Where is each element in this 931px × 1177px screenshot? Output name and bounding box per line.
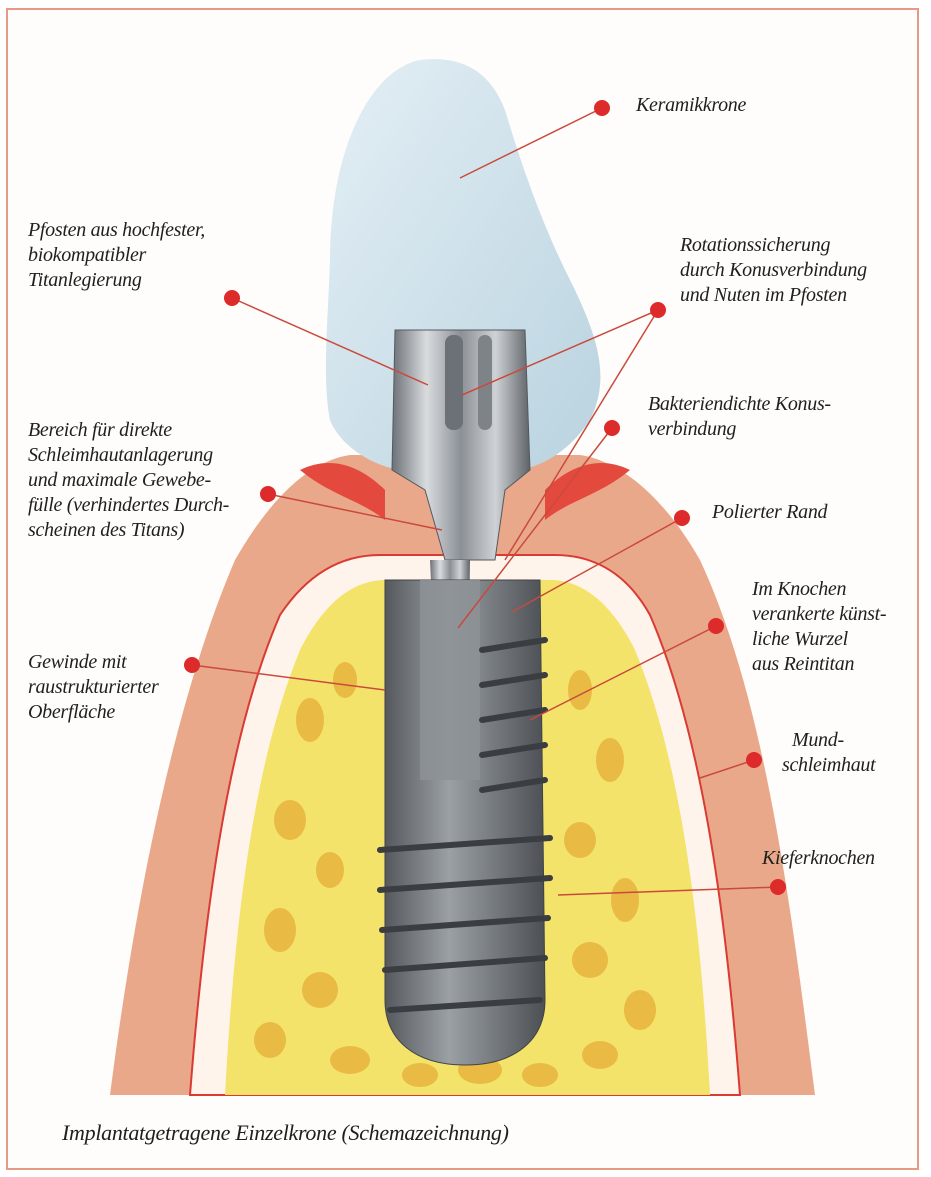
label-polierter: Polierter Rand bbox=[712, 500, 827, 525]
label-bereich: Bereich für direkte Schleimhautanlagerun… bbox=[28, 418, 229, 543]
abutment-groove bbox=[445, 335, 463, 430]
label-knochen: Im Knochen verankerte künst- liche Wurze… bbox=[752, 577, 886, 677]
label-gewinde: Gewinde mit raustrukturierter Oberfläche bbox=[28, 650, 158, 725]
label-pfosten: Pfosten aus hochfester, biokompatibler T… bbox=[28, 218, 205, 293]
label-mund: Mund- schleimhaut bbox=[782, 728, 875, 778]
label-kiefer: Kieferknochen bbox=[762, 846, 875, 871]
figure-caption: Implantatgetragene Einzelkrone (Schemaze… bbox=[62, 1120, 509, 1146]
label-keramikkrone: Keramikkrone bbox=[636, 93, 746, 118]
label-rotation: Rotationssicherung durch Konusverbindung… bbox=[680, 233, 867, 308]
label-bakterien: Bakteriendichte Konus- verbindung bbox=[648, 392, 831, 442]
